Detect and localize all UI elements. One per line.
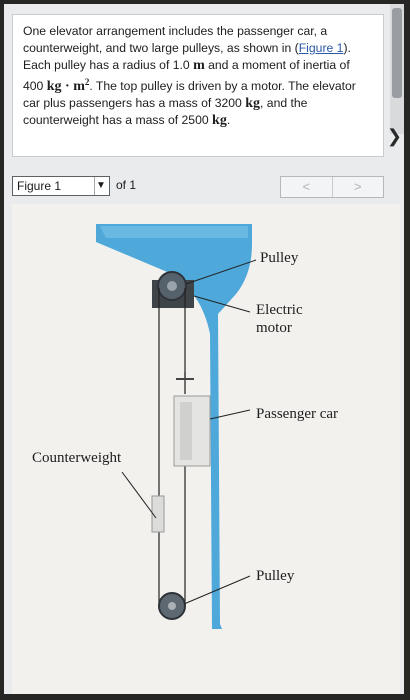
label-pulley-bottom: Pulley — [256, 568, 295, 584]
figure-toolbar: Figure 1 ▼ of 1 < > — [12, 176, 384, 200]
problem-text-4: . The top pulley is driven by a motor. T… — [23, 79, 356, 111]
problem-text-5: , and the counterweight has a mass of 25… — [23, 96, 308, 128]
counterweight — [151, 495, 165, 533]
problem-statement: One elevator arrangement includes the pa… — [12, 14, 384, 157]
unit-kg-car: kg — [245, 96, 261, 112]
page-scrollbar[interactable] — [390, 4, 404, 134]
unit-m: m — [193, 58, 205, 73]
chevron-right-icon[interactable]: ❯ — [386, 126, 402, 146]
label-pulley-top: Pulley — [260, 250, 299, 266]
figure-link[interactable]: Figure 1 — [298, 41, 344, 55]
elevator-diagram — [96, 224, 257, 629]
problem-text-2: ). Each pulley has a radius of 1.0 — [23, 41, 351, 72]
figure-panel: Pulley Electric motor Passenger car Coun… — [12, 204, 400, 694]
screen: One elevator arrangement includes the pa… — [4, 4, 404, 694]
chevron-down-icon: ▼ — [94, 177, 107, 195]
problem-intro: One elevator arrangement includes the pa… — [23, 24, 328, 55]
label-counterweight: Counterweight — [32, 450, 122, 466]
label-passenger-car: Passenger car — [256, 406, 339, 422]
prev-figure-button[interactable]: < — [281, 177, 332, 197]
chevron-right-icon: > — [353, 179, 362, 194]
next-figure-button[interactable]: > — [331, 177, 384, 197]
unit-exponent: 2 — [84, 77, 90, 87]
chevron-left-icon: < — [302, 179, 311, 194]
figure-select-value: Figure 1 — [17, 179, 62, 193]
figure-select[interactable]: Figure 1 ▼ — [12, 176, 110, 196]
label-motor: motor — [256, 320, 292, 336]
figure-count-label: of 1 — [116, 178, 137, 192]
scrollbar-thumb[interactable] — [392, 8, 402, 98]
problem-period: . — [226, 113, 231, 128]
unit-kg-counterweight: kg — [212, 113, 227, 129]
shaft-structure — [96, 224, 252, 629]
unit-kgm2: kg · m — [46, 79, 85, 95]
label-electric: Electric — [256, 302, 303, 318]
figure-nav: < > — [280, 176, 384, 198]
problem-text-3: and a moment of inertia of 400 — [23, 58, 350, 94]
